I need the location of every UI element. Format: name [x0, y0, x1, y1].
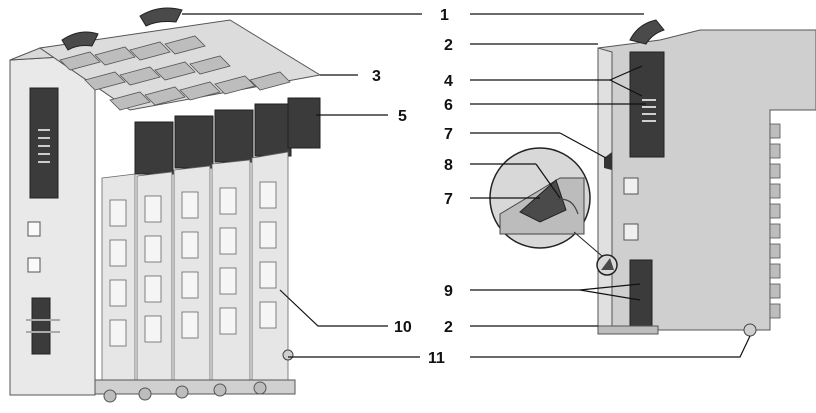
callout-2-bottom: 2: [444, 319, 453, 336]
callout-4: 4: [444, 73, 453, 90]
callout-5: 5: [398, 108, 407, 125]
callout-10: 10: [394, 319, 412, 336]
callout-7-detail: 7: [444, 191, 453, 208]
callout-6: 6: [444, 97, 453, 114]
module-side-view: [597, 19, 816, 337]
callout-3: 3: [372, 68, 381, 85]
callout-labels: 1 2 3 4 5 6 7 8 7 9 10 2 11: [372, 7, 453, 367]
callout-1: 1: [440, 7, 449, 24]
callout-7-top: 7: [444, 126, 453, 143]
callout-8: 8: [444, 157, 453, 174]
module-assembly-front-view: [9, 7, 322, 403]
callout-2-top: 2: [444, 37, 453, 54]
callout-9: 9: [444, 283, 453, 300]
callout-11: 11: [428, 350, 445, 367]
leader-lines: [182, 13, 751, 358]
